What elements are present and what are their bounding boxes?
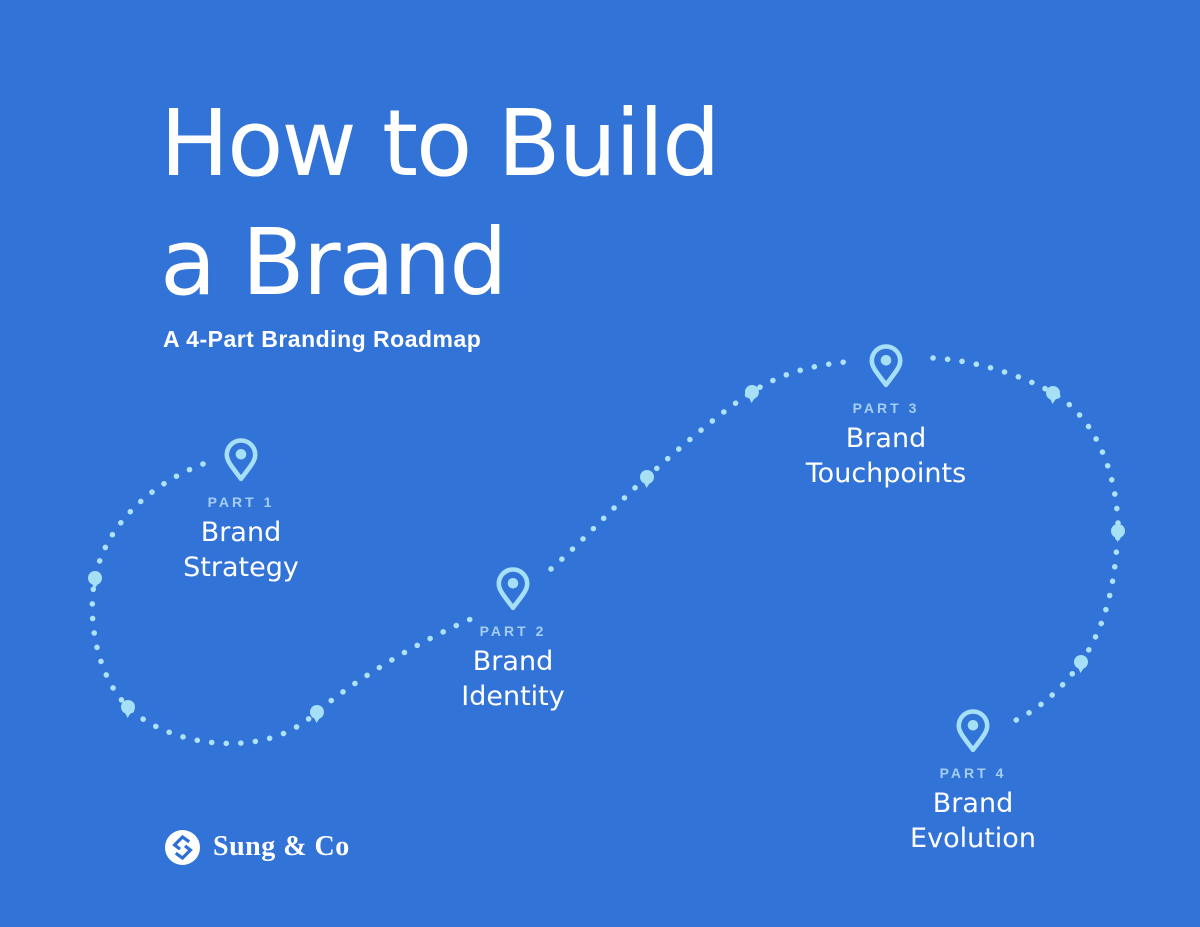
page-title-line-2: a Brand [160, 209, 508, 316]
part-label: PART 4 [939, 765, 1007, 781]
location-pin-icon [956, 709, 990, 753]
roadmap-part-3: PART 3 Brand Touchpoints [736, 343, 1036, 491]
roadmap-part-4: PART 4 Brand Evolution [823, 708, 1123, 856]
roadmap-part-2: PART 2 Brand Identity [363, 566, 663, 714]
location-pin-icon [496, 567, 530, 611]
logo-text: Sung & Co [213, 831, 350, 862]
brand-logo: Sung & Co [165, 829, 350, 865]
page-subtitle: A 4-Part Branding Roadmap [163, 326, 482, 352]
waypoint-balloon-icon [310, 705, 324, 723]
sungco-monogram-icon [165, 829, 200, 865]
part-label: PART 3 [852, 400, 920, 416]
waypoint-balloon-icon [121, 700, 135, 718]
part-name: Brand Identity [461, 646, 565, 712]
page-title-line-1: How to Build [160, 90, 721, 197]
part-name: Brand Strategy [183, 517, 299, 583]
roadmap-part-1: PART 1 Brand Strategy [91, 437, 391, 585]
part-label: PART 2 [479, 623, 547, 639]
waypoint-balloon-icon [1111, 524, 1125, 542]
waypoint-balloon-icon [640, 470, 654, 488]
page-title: How to Build a Brand [160, 84, 721, 322]
location-pin-icon [224, 438, 258, 482]
location-pin-icon [869, 344, 903, 388]
waypoint-balloon-icon [1046, 386, 1060, 404]
part-label: PART 1 [207, 494, 275, 510]
part-name: Brand Touchpoints [805, 423, 967, 489]
waypoint-balloon-icon [1074, 655, 1088, 673]
part-name: Brand Evolution [910, 788, 1036, 854]
